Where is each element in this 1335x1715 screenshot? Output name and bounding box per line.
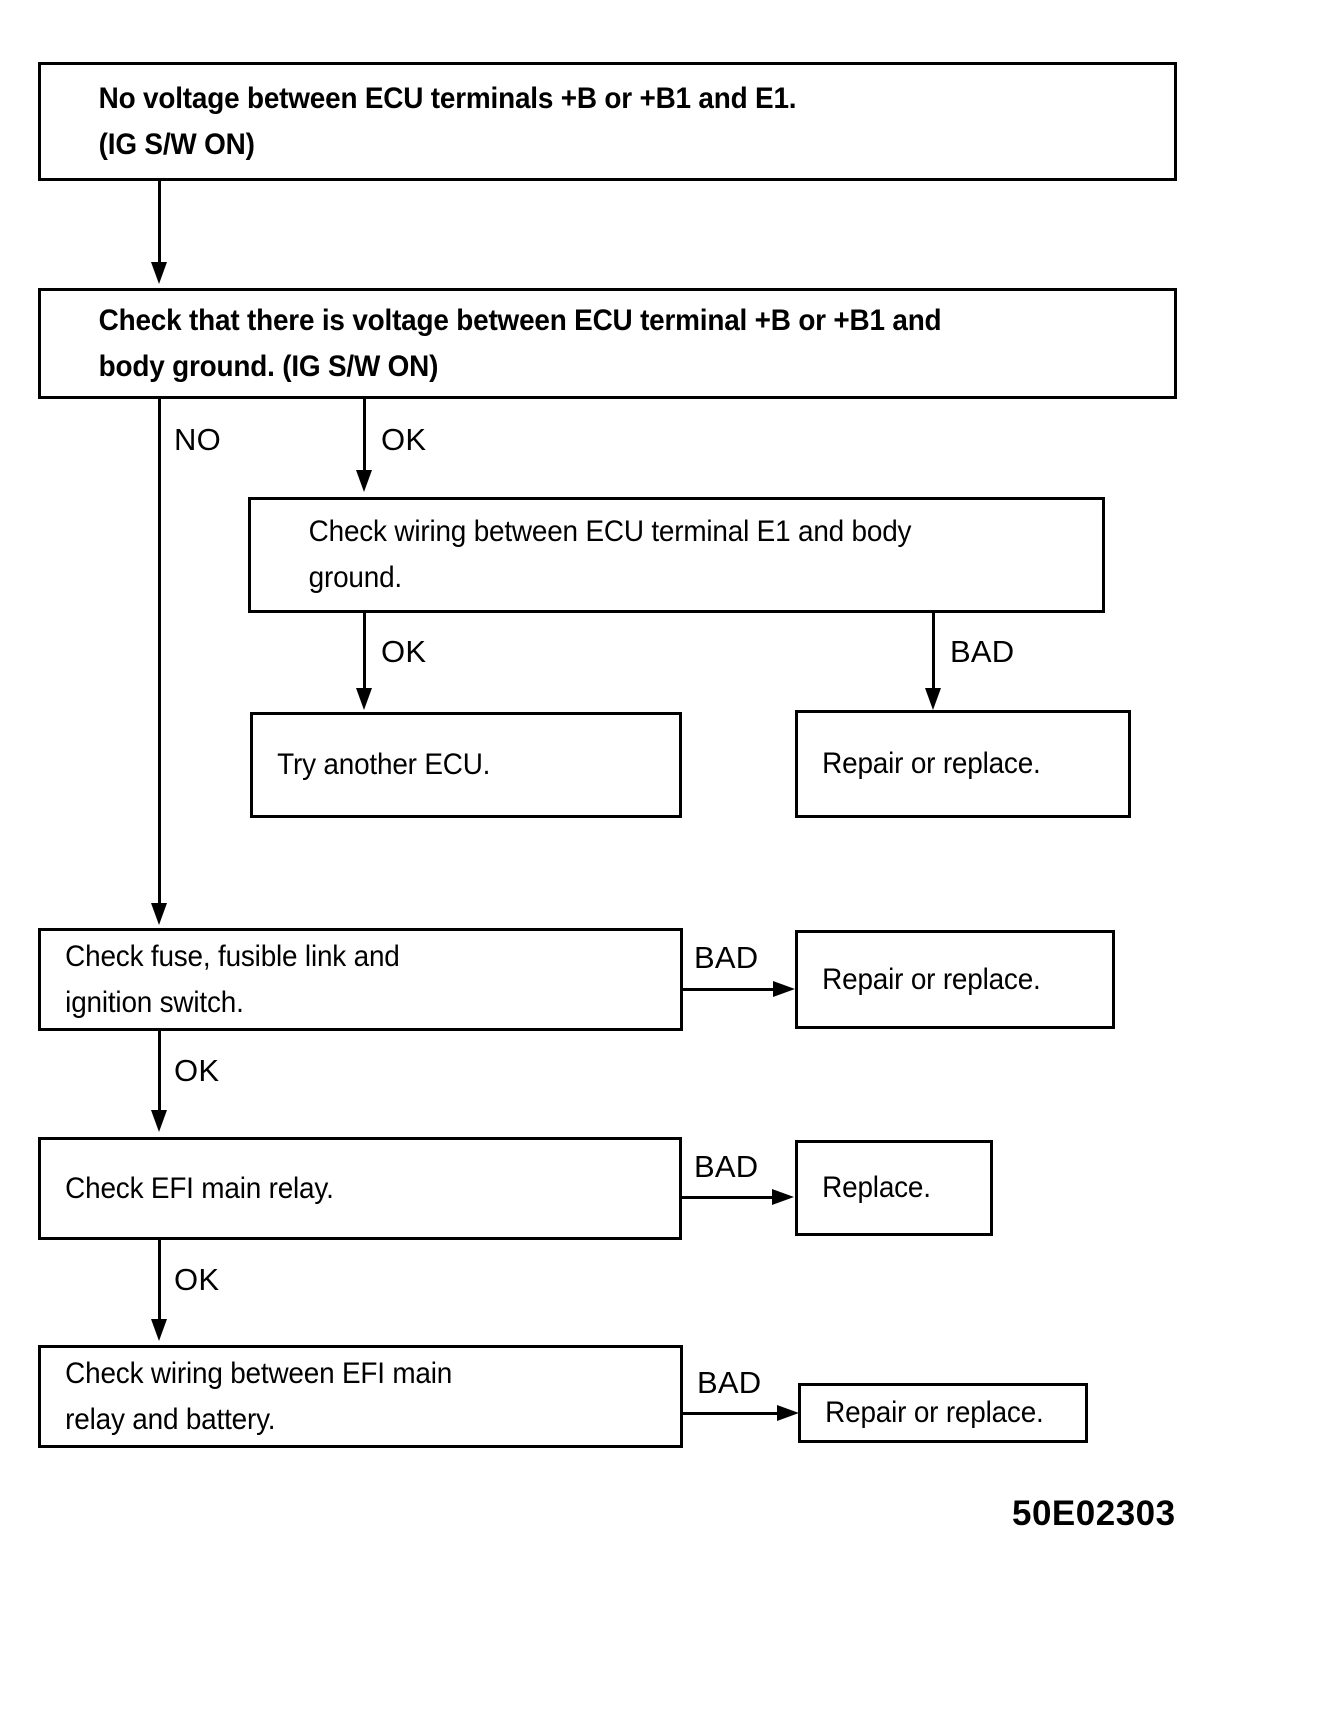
edge-label-bad-1: BAD — [950, 634, 1015, 669]
node-check-efi-main-relay-line1: Check EFI main relay. — [65, 1171, 334, 1205]
node-repair-or-replace-e1: Repair or replace. — [795, 710, 1131, 818]
node-symptom-line1: No voltage between ECU terminals +B or +… — [98, 81, 797, 115]
node-check-wiring-e1-line1: Check wiring between ECU terminal E1 and… — [308, 515, 912, 549]
connector-bad-branch-1 — [932, 613, 935, 690]
node-repair-or-replace-fuse: Repair or replace. — [795, 930, 1115, 1029]
node-check-wiring-e1-line2: ground. — [308, 561, 403, 594]
node-check-voltage-line1: Check that there is voltage between ECU … — [98, 303, 942, 337]
arrow-symptom-to-check-voltage — [151, 262, 167, 284]
connector-bad-fuse — [683, 988, 775, 991]
node-check-fuse-line2: ignition switch. — [65, 985, 244, 1019]
arrow-bad-relay — [772, 1189, 794, 1205]
edge-label-ok-1: OK — [381, 422, 427, 457]
arrow-bad-branch-1 — [925, 688, 941, 710]
node-check-wiring-relay-battery-line2: relay and battery. — [65, 1402, 276, 1436]
node-repair-or-replace-fuse-line1: Repair or replace. — [822, 962, 1041, 996]
node-check-efi-main-relay: Check EFI main relay. — [38, 1137, 682, 1240]
node-repair-or-replace-wiring: Repair or replace. — [798, 1383, 1088, 1443]
connector-ok-branch-2 — [363, 613, 366, 690]
connector-symptom-to-check-voltage — [158, 181, 161, 266]
connector-ok-relay — [158, 1240, 161, 1322]
connector-ok-branch-1 — [363, 399, 366, 473]
node-symptom-line2: (IG S/W ON) — [98, 127, 255, 161]
edge-label-no-1: NO — [174, 422, 221, 457]
connector-bad-wiring — [683, 1412, 779, 1415]
arrow-bad-wiring — [777, 1405, 799, 1421]
arrow-bad-fuse — [773, 981, 795, 997]
node-try-another-ecu-line1: Try another ECU. — [277, 748, 491, 782]
node-check-wiring-e1: Check wiring between ECU terminal E1 and… — [248, 497, 1105, 613]
node-try-another-ecu: Try another ECU. — [250, 712, 682, 818]
arrow-ok-relay — [151, 1319, 167, 1341]
arrow-ok-fuse — [151, 1110, 167, 1132]
node-repair-or-replace-wiring-line1: Repair or replace. — [825, 1396, 1044, 1430]
node-check-wiring-relay-battery: Check wiring between EFI main relay and … — [38, 1345, 683, 1448]
figure-code: 50E02303 — [1012, 1494, 1176, 1533]
node-symptom: No voltage between ECU terminals +B or +… — [38, 62, 1177, 181]
node-check-fuse: Check fuse, fusible link and ignition sw… — [38, 928, 683, 1031]
edge-label-bad-fuse: BAD — [694, 940, 759, 975]
edge-label-ok-2: OK — [381, 634, 427, 669]
arrow-ok-branch-1 — [356, 470, 372, 492]
node-check-voltage-body-ground: Check that there is voltage between ECU … — [38, 288, 1177, 399]
edge-label-ok-relay: OK — [174, 1262, 220, 1297]
edge-label-ok-fuse: OK — [174, 1053, 220, 1088]
connector-bad-relay — [682, 1196, 774, 1199]
node-replace-relay: Replace. — [795, 1140, 993, 1236]
node-replace-relay-line1: Replace. — [822, 1171, 931, 1205]
connector-ok-fuse — [158, 1031, 161, 1113]
node-check-voltage-line2: body ground. (IG S/W ON) — [98, 349, 439, 383]
node-check-wiring-relay-battery-line1: Check wiring between EFI main — [65, 1356, 453, 1390]
node-repair-or-replace-e1-line1: Repair or replace. — [822, 747, 1041, 781]
connector-no-branch — [158, 399, 161, 907]
edge-label-bad-wiring: BAD — [697, 1365, 762, 1400]
node-check-fuse-line1: Check fuse, fusible link and — [65, 939, 400, 973]
arrow-no-branch-to-check-fuse — [151, 903, 167, 925]
arrow-ok-branch-2 — [356, 688, 372, 710]
edge-label-bad-relay: BAD — [694, 1149, 759, 1184]
